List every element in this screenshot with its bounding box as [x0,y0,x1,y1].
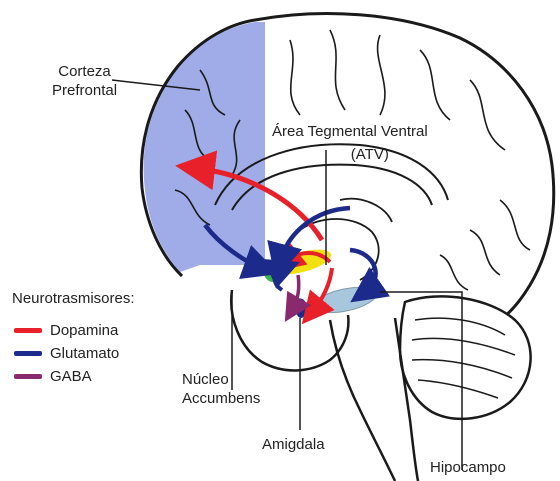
label-corteza-line1: Corteza [52,62,117,81]
legend-label: Glutamato [50,345,119,362]
legend-label: GABA [50,368,92,385]
label-atv: Área Tegmental Ventral (ATV) [272,122,428,164]
legend-swatch [14,374,42,379]
label-nucleo-line2: Accumbens [182,389,260,408]
label-corteza: Corteza Prefrontal [52,62,117,100]
cerebellum [400,296,531,418]
label-amigdala: Amigdala [262,435,325,454]
legend-title: Neurotrasmisores: [12,290,135,307]
legend-label: Dopamina [50,322,118,339]
legend-swatch [14,328,42,333]
label-nucleo-line1: Núcleo [182,370,260,389]
label-nucleo: Núcleo Accumbens [182,370,260,408]
label-atv-line2: (ATV) [272,145,428,164]
label-corteza-line2: Prefrontal [52,81,117,100]
prefrontal-cortex-region [144,22,265,272]
label-hipocampo: Hipocampo [430,458,506,477]
legend-item: Glutamato [14,344,119,362]
legend-swatch [14,351,42,356]
legend-item: GABA [14,367,92,385]
legend-item: Dopamina [14,321,118,339]
label-atv-line1: Área Tegmental Ventral [272,122,428,141]
